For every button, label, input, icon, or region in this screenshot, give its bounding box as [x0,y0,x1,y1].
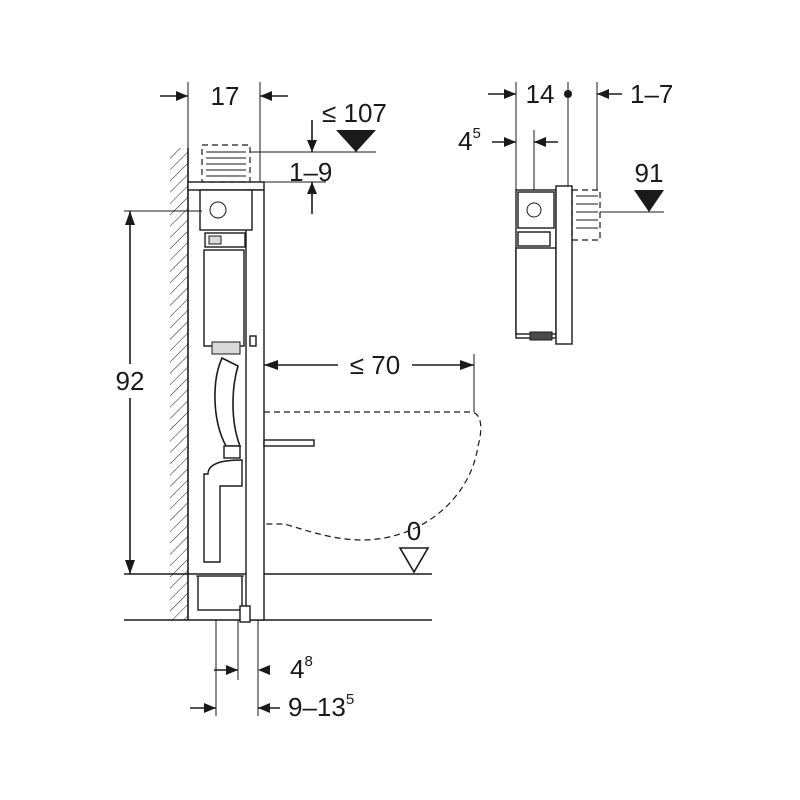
cistern-top [201,144,251,183]
frame-depth-label: 17 [211,81,240,111]
top-adjust-label: 1–9 [289,157,332,187]
reference-dot [564,90,572,98]
dim-frame-depth: 17 [160,81,288,182]
side-adjust-label: 1–7 [630,79,673,109]
dim-pipe-offset: 48 [214,620,313,716]
bowl-projection-label: ≤ 70 [350,350,400,380]
dim-side-depth: 14 1–7 [488,79,673,190]
floor-level-marker: 0 [398,516,430,574]
frame-height-label: 92 [116,366,145,396]
dim-bowl-projection: ≤ 70 [264,350,475,412]
dim-top: ≤ 107 1–9 [250,98,387,214]
wall [170,148,189,620]
installation-frame [187,181,265,623]
side-offset-label: 45 [458,125,481,156]
side-view-frame [515,185,601,345]
dim-frame-height: 92 [108,210,202,574]
side-height-label: 91 [635,158,664,188]
dim-side-height: 91 [600,158,664,213]
dim-side-offset: 45 [458,125,558,190]
wall-gap-label: 9–135 [288,691,354,722]
floor-level-label: 0 [407,516,421,546]
dim-wall-gap: 9–135 [190,620,354,722]
side-depth-label: 14 [526,79,555,109]
pipe-offset-label: 48 [290,653,313,684]
wc-bowl [263,411,482,541]
top-height-label: ≤ 107 [322,98,387,128]
